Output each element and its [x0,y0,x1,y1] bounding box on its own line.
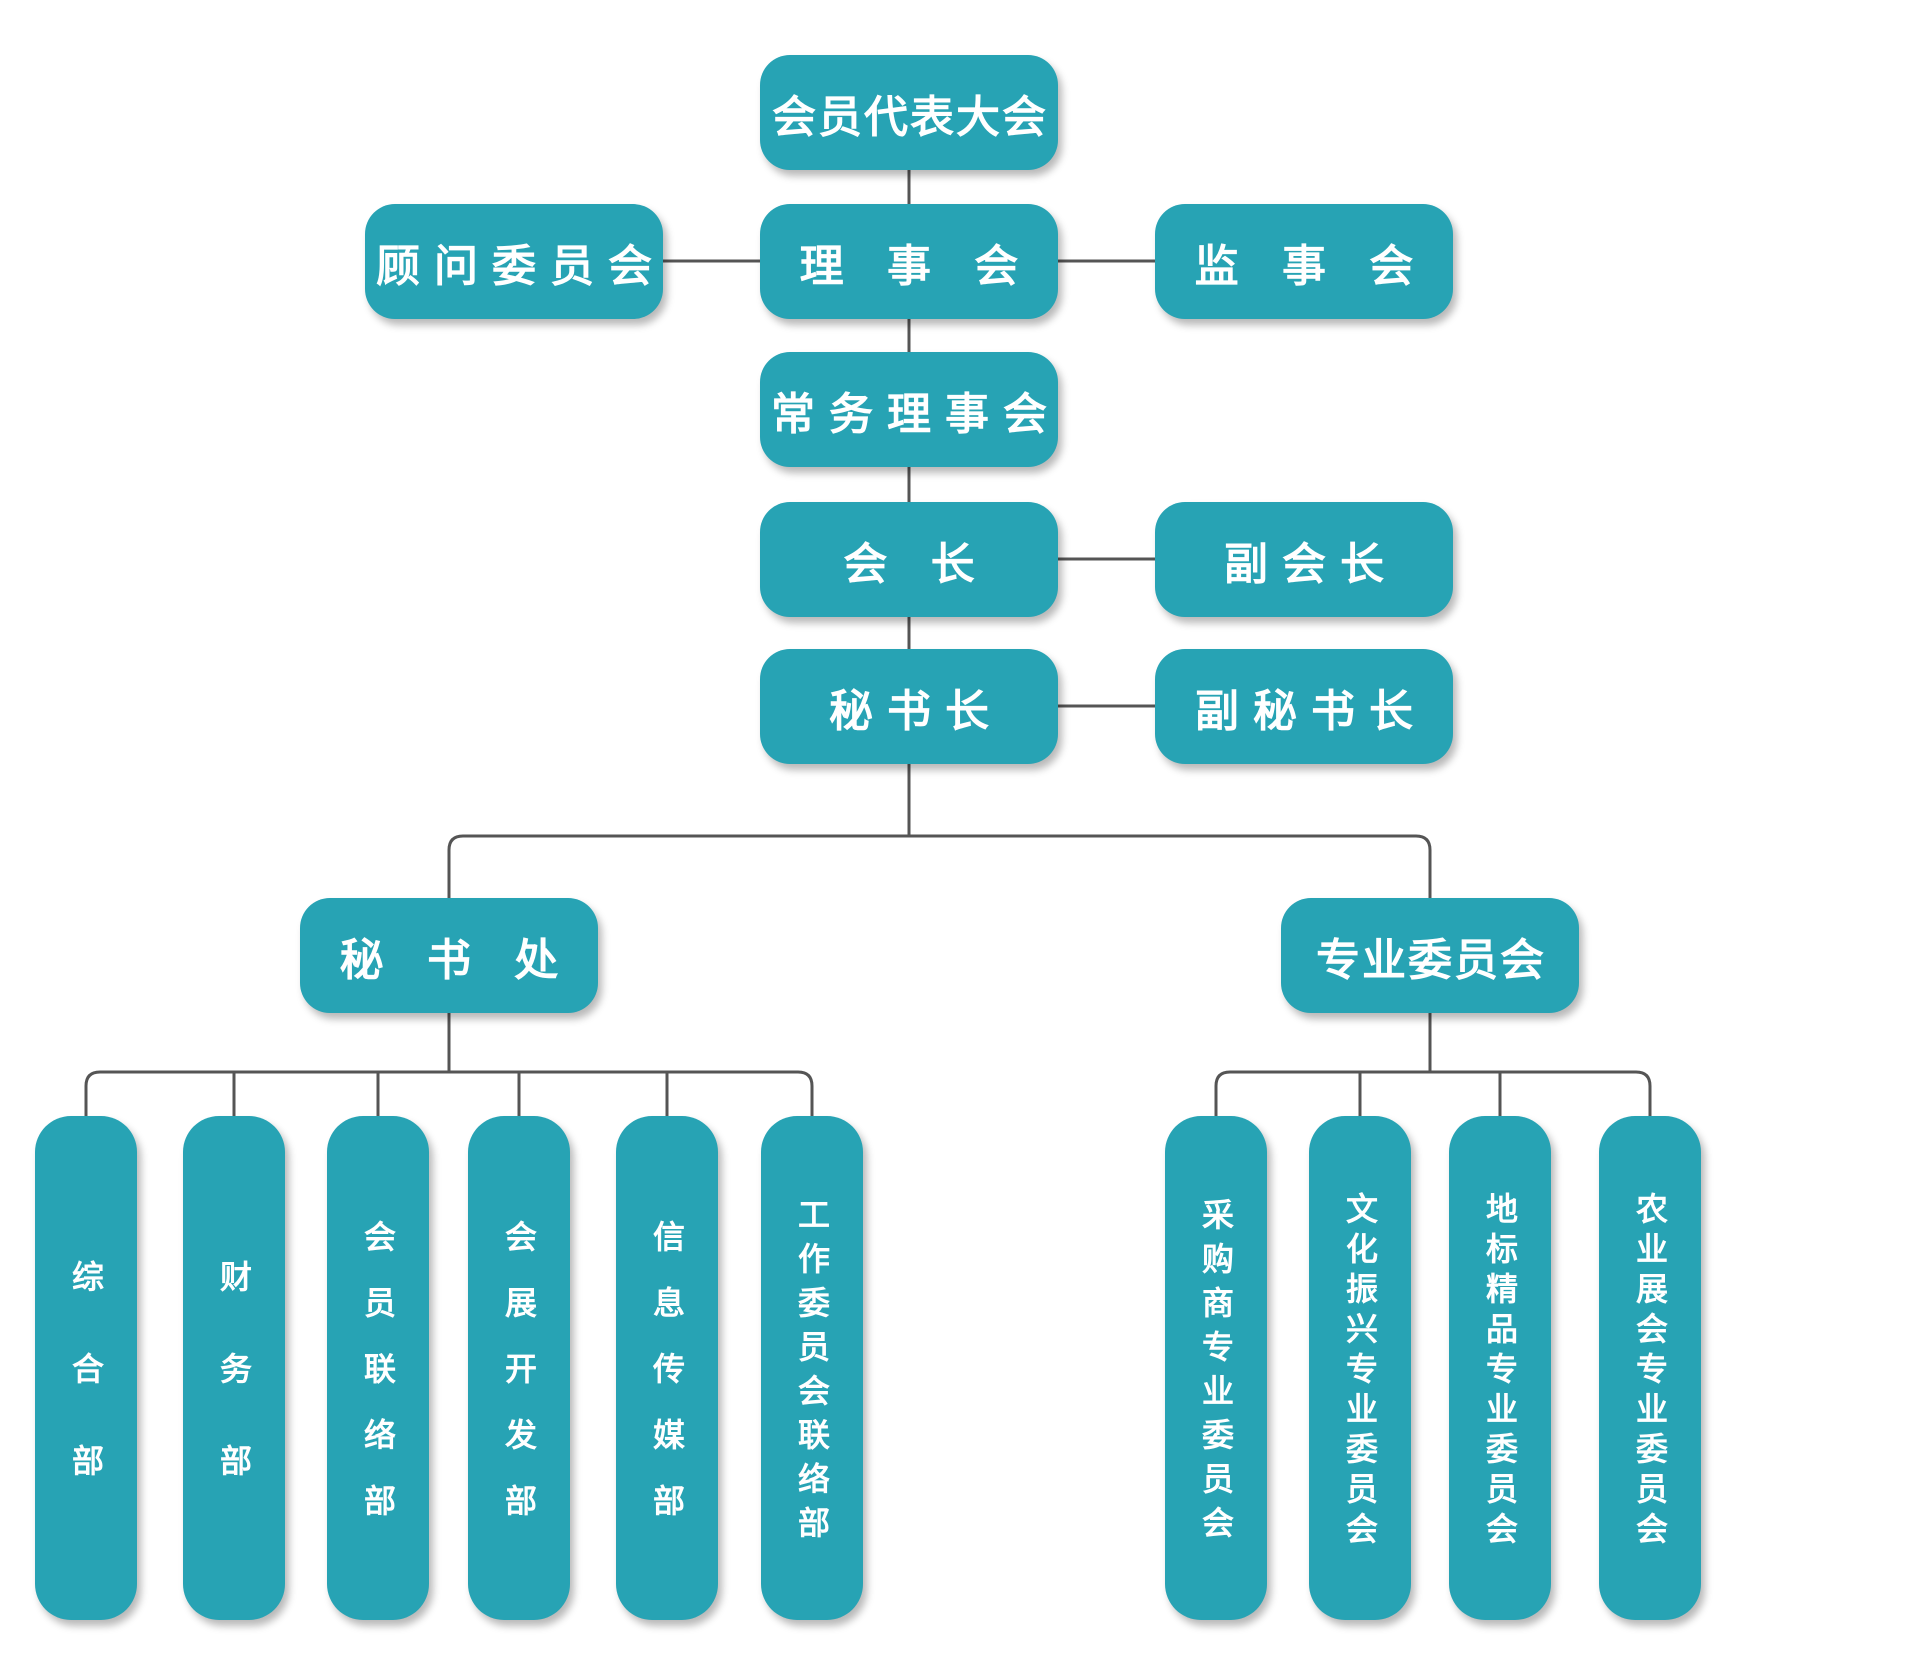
node-council: 理 事 会 [760,204,1058,319]
line-dept-bar [84,1070,814,1116]
dept-member-liaison: 会员联络部 [327,1116,429,1620]
node-secretary-general: 秘书长 [760,649,1058,764]
committee-geo-products: 地标精品专业委员会 [1449,1116,1551,1620]
node-secretariat: 秘 书 处 [300,898,598,1013]
dept-general: 综合部 [35,1116,137,1620]
dept-committee-liaison: 工作委员会联络部 [761,1116,863,1620]
committee-purchasers: 采购商专业委员会 [1165,1116,1267,1620]
node-supervisors: 监 事 会 [1155,204,1453,319]
dept-finance: 财务部 [183,1116,285,1620]
node-congress: 会员代表大会 [760,55,1058,170]
node-deputy-secretary-general: 副秘书长 [1155,649,1453,764]
committee-culture: 文化振兴专业委员会 [1309,1116,1411,1620]
node-advisory-committee: 顾问委员会 [365,204,663,319]
node-president: 会 长 [760,502,1058,617]
line-branch-bar [447,834,1432,898]
dept-media: 信息传媒部 [616,1116,718,1620]
node-vice-president: 副会长 [1155,502,1453,617]
dept-exhibition: 会展开发部 [468,1116,570,1620]
node-standing-council: 常务理事会 [760,352,1058,467]
node-professional-committees: 专业委员会 [1281,898,1579,1013]
committee-agri-exhibition: 农业展会专业委员会 [1599,1116,1701,1620]
line-committee-bar [1214,1070,1652,1116]
